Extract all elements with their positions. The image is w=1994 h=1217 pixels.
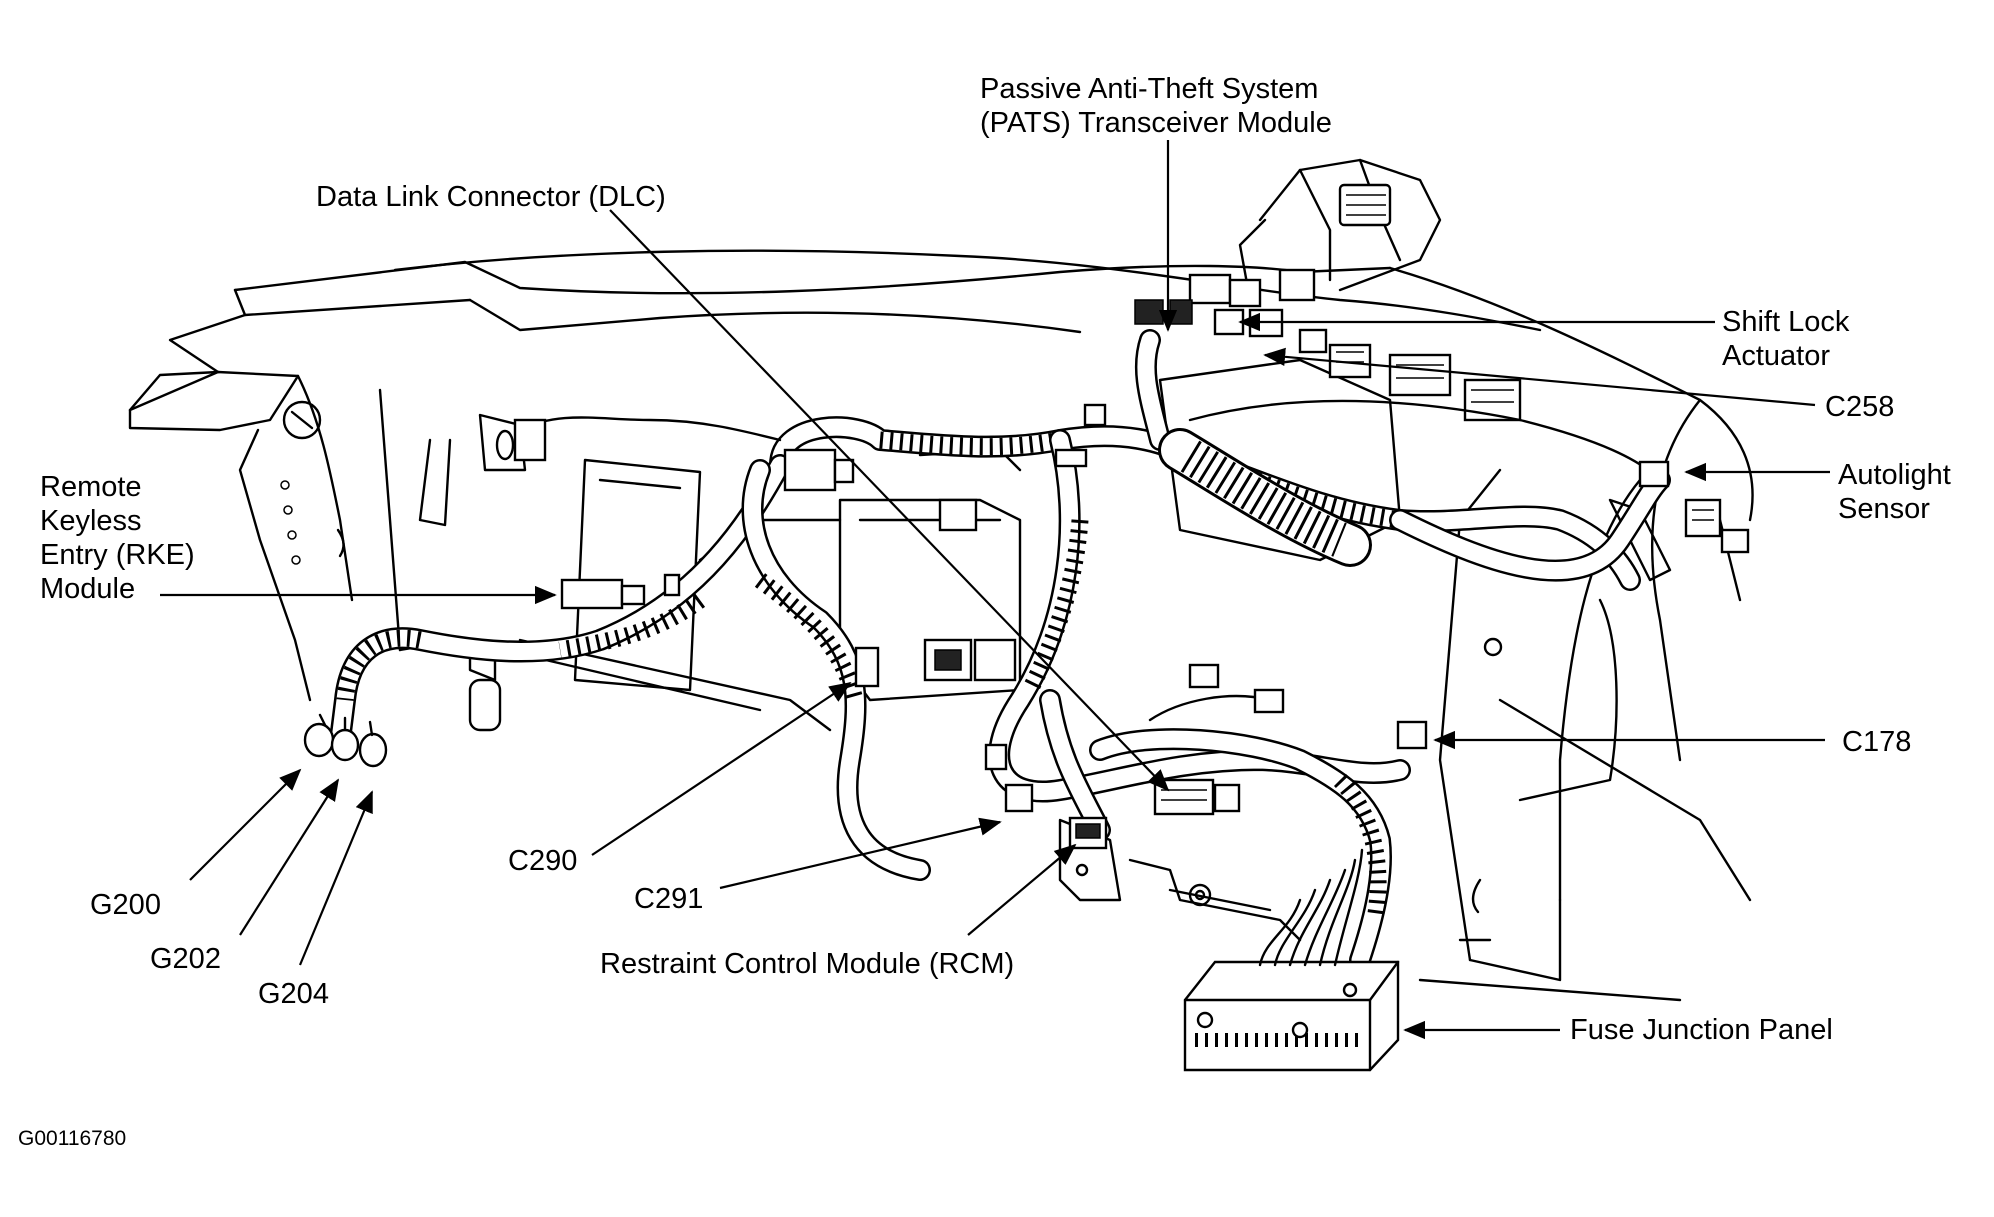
shift-lock-actuator-label: Shift Lock Actuator <box>1722 305 1849 373</box>
figure-code: G00116780 <box>18 1127 127 1150</box>
callout-leaders <box>160 140 1830 1040</box>
rke-module-label-line-2: Keyless <box>40 505 142 537</box>
dlc-label: Data Link Connector (DLC) <box>316 181 666 213</box>
g200-label: G200 <box>90 889 161 921</box>
fuse-junction-panel-drawing <box>1183 848 1400 1072</box>
steering-column-area <box>1134 158 1522 422</box>
rke-module-label-line-1: Remote <box>40 471 142 503</box>
c178-label: C178 <box>1842 726 1912 758</box>
pats-module-label: Passive Anti-Theft System (PATS) Transce… <box>980 72 1332 140</box>
rke-module-label-line-3: Entry (RKE) <box>40 539 195 571</box>
shift-lock-actuator-label-line-1: Shift Lock <box>1722 306 1850 338</box>
shift-lock-actuator-label-line-2: Actuator <box>1722 340 1830 372</box>
rke-module-body <box>560 578 624 610</box>
g204-label: G204 <box>258 978 329 1010</box>
c290-label: C290 <box>508 845 578 877</box>
pats-module-label-line-2: (PATS) Transceiver Module <box>980 107 1332 139</box>
autolight-sensor-label-line-2: Sensor <box>1838 493 1930 525</box>
autolight-sensor-label-line-1: Autolight <box>1838 459 1951 491</box>
fuse-junction-panel-label: Fuse Junction Panel <box>1570 1014 1833 1046</box>
instrument-panel-structure <box>128 249 1754 1002</box>
autolight-sensor-label: Autolight Sensor <box>1838 458 1951 526</box>
c291-label: C291 <box>634 883 704 915</box>
pats-module-label-line-1: Passive Anti-Theft System <box>980 73 1319 105</box>
c258-label: C258 <box>1825 391 1895 423</box>
rke-module-label-line-4: Module <box>40 573 136 605</box>
connectors <box>303 308 1750 1072</box>
rcm-label: Restraint Control Module (RCM) <box>600 948 1015 980</box>
g202-label: G202 <box>150 943 221 975</box>
rke-module-label: Remote Keyless Entry (RKE) Module <box>40 470 195 606</box>
